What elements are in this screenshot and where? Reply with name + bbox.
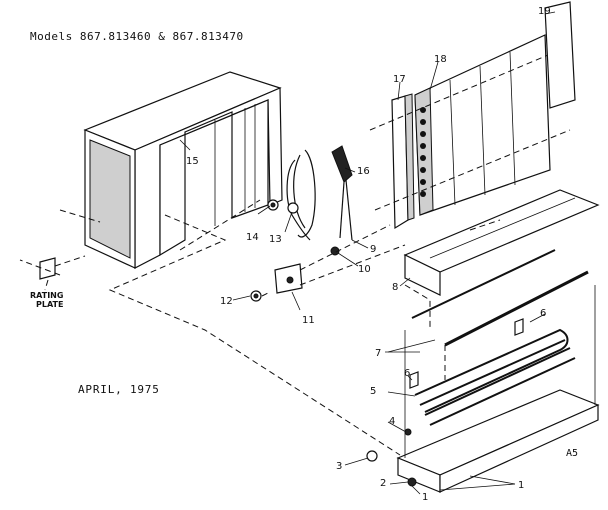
heating-elements	[409, 318, 576, 426]
heat-exchanger	[369, 34, 571, 216]
callout-1a: 1	[518, 480, 524, 491]
lower-pan	[396, 285, 600, 493]
callout-17: 17	[393, 74, 406, 85]
callout-6b: 6	[540, 308, 546, 319]
callout-14: 14	[246, 232, 259, 243]
callout-3: 3	[336, 461, 342, 472]
callout-18: 18	[434, 54, 447, 65]
rating-plate-label-line1: RATING	[30, 291, 64, 300]
rating-plate-label-line2: PLATE	[36, 300, 64, 309]
cabinet-housing	[83, 71, 283, 269]
callout-4: 4	[389, 416, 395, 427]
sheet-code: A5	[566, 448, 579, 459]
callout-12: 12	[220, 296, 233, 307]
rating-plate	[39, 255, 86, 291]
leader-lines	[179, 11, 556, 495]
callout-16: 16	[357, 166, 370, 177]
callout-19: 19	[538, 6, 551, 17]
thermostat-bulb	[331, 145, 353, 241]
callout-5: 5	[370, 386, 376, 397]
callout-7: 7	[375, 348, 381, 359]
assembly-guide-lines	[19, 199, 501, 456]
back-panel	[544, 1, 576, 109]
callout-8: 8	[392, 282, 398, 293]
callout-13: 13	[269, 234, 282, 245]
callout-15: 15	[186, 156, 199, 167]
thermostat-knob	[267, 199, 279, 211]
upper-tray	[403, 189, 600, 296]
terminal-box	[274, 263, 303, 294]
bushing-part-12	[250, 290, 262, 302]
callout-1b: 1	[422, 492, 428, 503]
models-title: Models 867.813460 & 867.813470	[30, 30, 244, 43]
date-label: APRIL, 1975	[78, 383, 160, 396]
support-rods	[411, 249, 589, 347]
heating-coil	[286, 149, 316, 241]
side-panel	[391, 93, 415, 230]
callout-6a: 6	[404, 368, 410, 379]
callout-9: 9	[370, 244, 376, 255]
callout-10: 10	[358, 264, 371, 275]
callout-2: 2	[380, 478, 386, 489]
callout-11: 11	[302, 315, 315, 326]
small-hardware	[366, 428, 417, 487]
callout-numbers: 1 1 2 3 4 5 6 6 7 8 9 10 11 12 13 14 15 …	[186, 6, 551, 503]
